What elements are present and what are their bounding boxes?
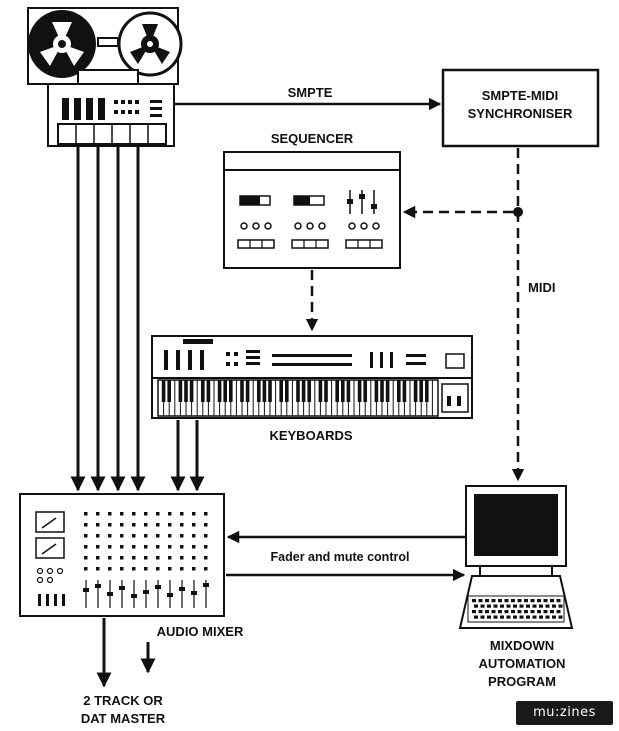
mixdown-label-line1: MIXDOWN [490,638,554,653]
synchroniser-label-line1: SMPTE-MIDI [482,88,559,103]
computer-icon [458,485,574,629]
muzines-watermark-badge: mu:zines [516,701,613,725]
mixdown-label-line3: PROGRAM [488,674,556,689]
mixdown-label-line2: AUTOMATION [479,656,566,671]
synchroniser-box: SMPTE-MIDI SYNCHRONISER [441,68,600,148]
tape-machine-icon [27,7,183,147]
master-label-line1: 2 TRACK OR [83,693,163,708]
sequencer-label: SEQUENCER [271,131,354,146]
sequencer-icon [223,151,401,269]
smpte-label: SMPTE [288,85,333,100]
audio-mixer-label: AUDIO MIXER [157,624,244,639]
midi-label: MIDI [528,280,555,295]
keyboards-label: KEYBOARDS [269,428,352,443]
fader-mute-label: Fader and mute control [271,550,410,564]
synchroniser-label-line2: SYNCHRONISER [468,106,573,121]
master-label-line2: DAT MASTER [81,711,166,726]
keyboard-icon [151,335,473,419]
midi-junction-dot [513,207,523,217]
audio-mixer-icon [19,493,225,617]
